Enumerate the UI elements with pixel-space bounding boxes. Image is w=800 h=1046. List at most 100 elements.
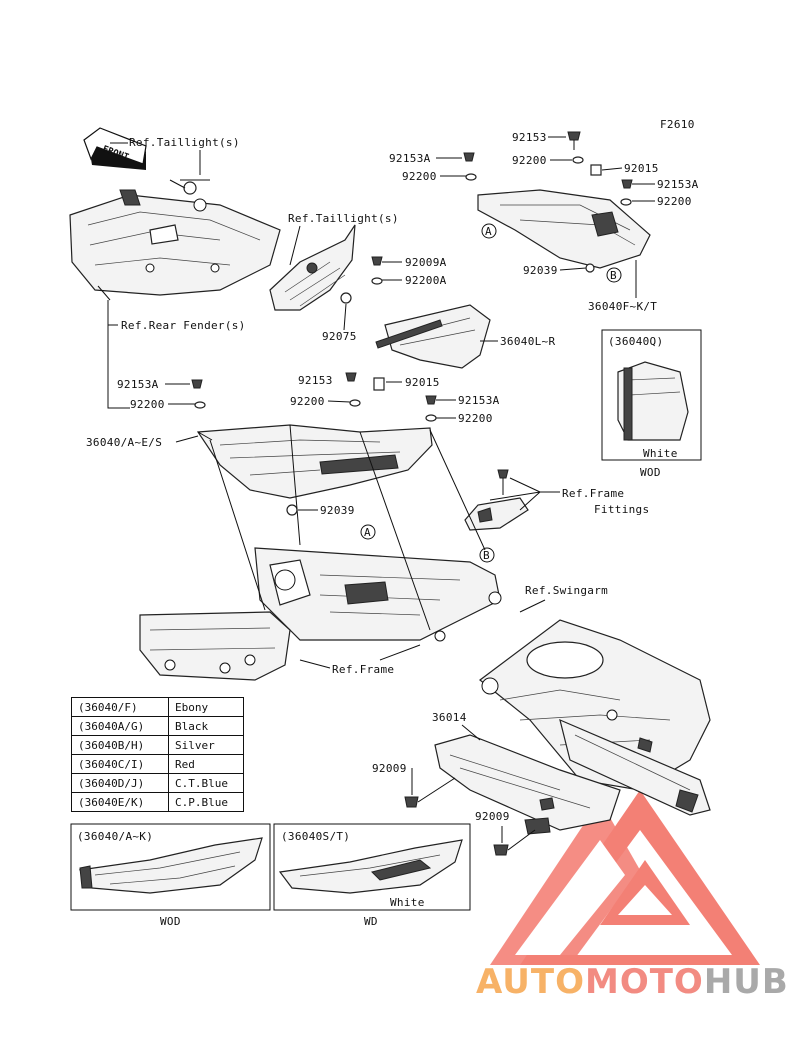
watermark-part-1: AUTO xyxy=(476,962,585,1002)
washer xyxy=(349,399,361,407)
color-code-cell: (36040A/G) xyxy=(71,716,169,736)
label-92153A-left: 92153A xyxy=(117,378,159,391)
inset-A-K-model: WOD xyxy=(160,915,181,928)
watermark-part-3: HUB xyxy=(703,962,789,1002)
label-ref-taillight-1: Ref.Taillight(s) xyxy=(129,136,240,149)
label-92200-right: 92200 xyxy=(657,195,692,208)
color-name-cell: Black xyxy=(168,716,244,736)
label-92200-left: 92200 xyxy=(130,398,165,411)
part-92075 xyxy=(340,292,352,304)
callout-b-top xyxy=(606,267,622,283)
label-92153-mid: 92153 xyxy=(298,374,333,387)
bolt-icon xyxy=(493,844,509,856)
label-92009-2: 92009 xyxy=(475,810,510,823)
inset-36040S-T xyxy=(273,823,471,911)
label-ref-frame-fittings-1: Ref.Frame xyxy=(562,487,624,500)
label-92153A-mid: 92153A xyxy=(458,394,500,407)
front-arrow-icon: FRONT xyxy=(83,127,147,170)
washer xyxy=(194,401,206,409)
inset-S-T-model: WD xyxy=(364,915,378,928)
color-name-cell: C.T.Blue xyxy=(168,773,244,793)
label-92200A: 92200A xyxy=(405,274,447,287)
color-name-cell: Ebony xyxy=(168,697,244,717)
screw-icon xyxy=(371,256,383,266)
grommet xyxy=(286,504,298,516)
screw-icon xyxy=(345,372,357,382)
washer xyxy=(572,156,584,164)
color-table-row: (36040C/I)Red xyxy=(71,754,244,774)
chain-guard-36014 xyxy=(434,734,621,835)
watermark-text: AUTOMOTOHUB xyxy=(476,962,789,1002)
label-92153A-right: 92153A xyxy=(657,178,699,191)
rear-subframe xyxy=(139,547,502,681)
label-92200-mid2: 92200 xyxy=(458,412,493,425)
rear-fender-assembly xyxy=(69,189,281,301)
callout-a-mid-label: A xyxy=(364,526,371,539)
inset-S-T-color: White xyxy=(390,896,425,909)
color-name-cell: Silver xyxy=(168,735,244,755)
screw-icon xyxy=(425,395,437,405)
callout-a-mid xyxy=(360,524,376,540)
color-code-cell: (36040/F) xyxy=(71,697,169,717)
inset-36040Q-model: WOD xyxy=(640,466,661,479)
frame-fittings xyxy=(464,469,529,531)
screw-icon xyxy=(621,179,633,189)
color-code-cell: (36040E/K) xyxy=(71,792,169,812)
inset-36040-A-K xyxy=(70,823,271,911)
label-92009A: 92009A xyxy=(405,256,447,269)
callout-b-top-label: B xyxy=(610,269,617,282)
inset-36040Q xyxy=(601,329,702,461)
seat-cowl-36040L-R xyxy=(375,304,491,369)
color-table-row: (36040/F)Ebony xyxy=(71,697,244,717)
screw-icon xyxy=(463,152,475,162)
color-table-row: (36040E/K)C.P.Blue xyxy=(71,792,244,812)
callout-b-mid-label: B xyxy=(483,549,490,562)
color-code-cell: (36040D/J) xyxy=(71,773,169,793)
collar xyxy=(590,164,602,176)
figure-code: F2610 xyxy=(660,118,695,131)
inset-S-T-title: (36040S/T) xyxy=(281,830,350,843)
label-ref-rear-fender: Ref.Rear Fender(s) xyxy=(121,319,246,332)
label-36014: 36014 xyxy=(432,711,467,724)
bolt-icon xyxy=(404,796,419,808)
washer xyxy=(371,277,383,285)
label-92015-mid: 92015 xyxy=(405,376,440,389)
washer xyxy=(465,173,477,181)
side-cover-36040A-E-S xyxy=(196,424,433,499)
grommet xyxy=(585,263,595,273)
label-ref-frame: Ref.Frame xyxy=(332,663,394,676)
label-92200-top2: 92200 xyxy=(402,170,437,183)
label-92009-1: 92009 xyxy=(372,762,407,775)
label-92153A-top: 92153A xyxy=(389,152,431,165)
taillight-assembly xyxy=(269,224,356,311)
label-92039-top: 92039 xyxy=(523,264,558,277)
swingarm xyxy=(479,619,711,816)
color-name-cell: C.P.Blue xyxy=(168,792,244,812)
label-92075: 92075 xyxy=(322,330,357,343)
watermark-logo xyxy=(490,790,760,965)
callout-a-top xyxy=(481,223,497,239)
color-table-row: (36040B/H)Silver xyxy=(71,735,244,755)
color-table-row: (36040D/J)C.T.Blue xyxy=(71,773,244,793)
side-cover-right-36040F-K-T xyxy=(477,189,651,269)
callout-a-top-label: A xyxy=(485,225,492,238)
label-36040A-E-S: 36040/A~E/S xyxy=(86,436,162,449)
inset-36040Q-title: (36040Q) xyxy=(608,335,663,348)
collar xyxy=(373,377,385,391)
label-92200-top1: 92200 xyxy=(512,154,547,167)
color-name-cell: Red xyxy=(168,754,244,774)
label-ref-frame-fittings-2: Fittings xyxy=(594,503,649,516)
label-92153-top: 92153 xyxy=(512,131,547,144)
label-ref-taillight-2: Ref.Taillight(s) xyxy=(288,212,399,225)
washer xyxy=(620,198,632,206)
color-code-cell: (36040B/H) xyxy=(71,735,169,755)
inset-A-K-title: (36040/A~K) xyxy=(77,830,153,843)
color-table: (36040/F)Ebony(36040A/G)Black(36040B/H)S… xyxy=(71,697,244,812)
label-92039-mid: 92039 xyxy=(320,504,355,517)
label-ref-swingarm: Ref.Swingarm xyxy=(525,584,608,597)
color-table-row: (36040A/G)Black xyxy=(71,716,244,736)
label-36040L-R: 36040L~R xyxy=(500,335,555,348)
label-92200-mid: 92200 xyxy=(290,395,325,408)
label-36040F-K-T: 36040F~K/T xyxy=(588,300,657,313)
